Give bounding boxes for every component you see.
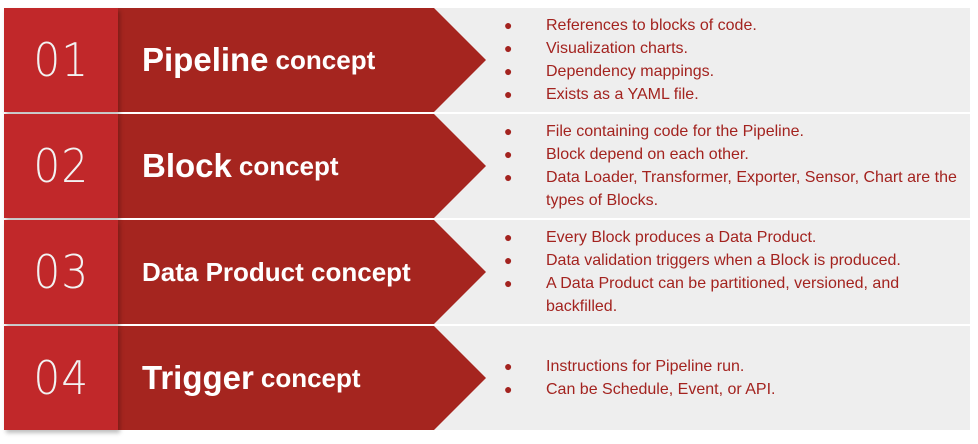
title-sub: concept: [275, 44, 376, 75]
title-sub: concept: [260, 362, 361, 393]
row-title: Block concept: [142, 114, 339, 218]
number-box: 01: [4, 8, 118, 112]
title-main: Data Product concept: [142, 256, 411, 287]
row-number: 02: [33, 139, 89, 193]
bullet-list: ● Every Block produces a Data Product. ● D…: [500, 220, 970, 324]
list-item: ● File containing code for the Pipeline.: [500, 120, 970, 143]
bullet-text: File containing code for the Pipeline.: [546, 123, 804, 140]
row-number: 04: [33, 351, 89, 405]
bullet-text: Dependency mappings.: [546, 63, 715, 80]
row-title: Pipeline concept: [142, 8, 375, 112]
list-item: ● A Data Product can be partitioned, vers…: [500, 272, 970, 318]
bullet-icon: ●: [504, 169, 513, 185]
list-item: ● Every Block produces a Data Product.: [500, 226, 970, 249]
bullet-list: ● Instructions for Pipeline run. ● Can be …: [500, 326, 970, 430]
bullet-icon: ●: [504, 40, 513, 56]
concept-row-block: 02 Block concept ● File containing code f…: [4, 114, 970, 218]
arrow-banner: [118, 326, 486, 430]
concept-row-trigger: 04 Trigger concept ● Instructions for Pip…: [4, 326, 970, 430]
list-item: ● Block depend on each other.: [500, 143, 970, 166]
bullet-icon: ●: [504, 358, 513, 374]
bullet-text: Data validation triggers when a Block is…: [546, 252, 901, 269]
bullet-icon: ●: [504, 123, 513, 139]
list-item: ● Instructions for Pipeline run.: [500, 355, 970, 378]
bullet-list: ●File containing code for the Pipeline. …: [500, 114, 970, 218]
bullet-text: A Data Product can be partitioned, versi…: [546, 275, 900, 315]
bullet-text: Instructions for Pipeline run.: [546, 358, 745, 375]
bullet-icon: ●: [504, 63, 513, 79]
list-item: ● Data validation triggers when a Block i…: [500, 249, 970, 272]
list-item: ● Can be Schedule, Event, or API.: [500, 378, 970, 401]
arrow-banner: [118, 220, 486, 324]
bullet-text: Block depend on each other.: [546, 146, 749, 163]
bullet-icon: ●: [504, 381, 513, 397]
list-item: ● Visualization charts.: [500, 37, 970, 60]
list-item: ● Exists as a YAML file.: [500, 83, 970, 106]
bullet-icon: ●: [504, 252, 513, 268]
row-number: 03: [33, 245, 89, 299]
number-box: 02: [4, 114, 118, 218]
bullet-icon: ●: [504, 146, 513, 162]
title-main: Pipeline: [142, 41, 269, 78]
list-item: ● Data Loader, Transformer, Exporter, Sen…: [500, 166, 970, 212]
row-number: 01: [33, 33, 89, 87]
bullet-text: Exists as a YAML file.: [546, 86, 699, 103]
number-box: 04: [4, 326, 118, 430]
bullet-icon: ●: [504, 86, 513, 102]
row-title: Trigger concept: [142, 326, 361, 430]
bullet-text: Visualization charts.: [546, 40, 688, 57]
row-title: Data Product concept: [142, 220, 411, 324]
bullet-text: References to blocks of code.: [546, 17, 757, 34]
concept-row-pipeline: 01 Pipeline concept ● References to block…: [4, 8, 970, 112]
bullet-icon: ●: [504, 229, 513, 245]
bullet-text: Every Block produces a Data Product.: [546, 229, 817, 246]
number-box: 03: [4, 220, 118, 324]
list-item: ● References to blocks of code.: [500, 14, 970, 37]
bullet-text: Data Loader, Transformer, Exporter, Sens…: [546, 169, 957, 209]
bullet-list: ● References to blocks of code. ● Visualiz…: [500, 8, 970, 112]
arrow-banner: [118, 114, 486, 218]
bullet-text: Can be Schedule, Event, or API.: [546, 381, 776, 398]
bullet-icon: ●: [504, 17, 513, 33]
concept-row-data-product: 03 Data Product concept ● Every Block pro…: [4, 220, 970, 324]
arrow-banner: [118, 8, 486, 112]
list-item: ● Dependency mappings.: [500, 60, 970, 83]
bullet-icon: ●: [504, 275, 513, 291]
title-main: Block: [142, 147, 232, 184]
title-main: Trigger: [142, 359, 254, 396]
title-sub: concept: [238, 150, 339, 181]
